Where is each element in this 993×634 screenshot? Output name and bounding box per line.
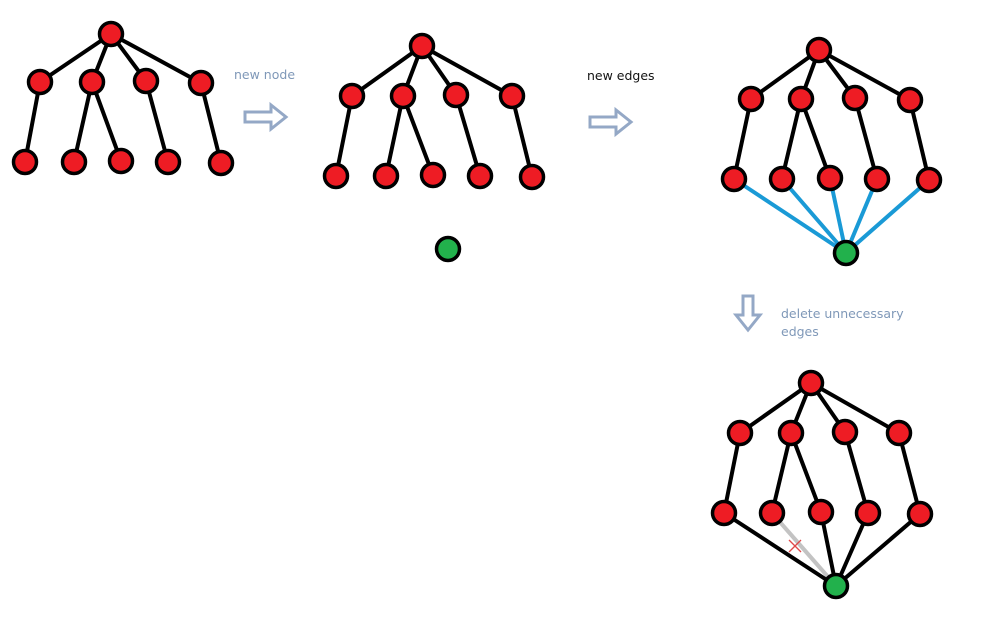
delete-label-line1: delete unnecessary bbox=[781, 306, 904, 321]
step1-child-node-3 bbox=[132, 67, 160, 95]
step2-leaf-node-4 bbox=[466, 162, 494, 190]
step1-leaf-node-1 bbox=[11, 148, 39, 176]
step3-leaf-node-4 bbox=[863, 165, 891, 193]
step1-edge-mid-leaf5 bbox=[199, 81, 223, 165]
step3-new-node bbox=[832, 239, 860, 267]
step3-child-node-4 bbox=[896, 86, 924, 114]
step4-root-node bbox=[797, 369, 825, 397]
new-edges-label: new edges bbox=[587, 68, 655, 83]
step1-leaf-node-3 bbox=[107, 147, 135, 175]
step3-root-node bbox=[805, 36, 833, 64]
step1-child-node-2 bbox=[78, 68, 106, 96]
step4-edge-mid-leaf1 bbox=[722, 431, 742, 515]
step1-leaf-node-2 bbox=[60, 148, 88, 176]
step4-leaf-node-3 bbox=[807, 498, 835, 526]
step2-child-node-1 bbox=[338, 82, 366, 110]
step3-leaf-node-1 bbox=[720, 165, 748, 193]
right-arrow-icon bbox=[588, 106, 634, 138]
step4-edge-leaf4-new-node bbox=[834, 511, 870, 588]
step2-edge-mid-leaf1 bbox=[334, 94, 354, 178]
step4-child-node-3 bbox=[831, 418, 859, 446]
step3-new-edge-leaf5 bbox=[844, 178, 931, 255]
step3-edge-mid-leaf3 bbox=[799, 97, 832, 180]
step4-edge-mid-leaf4 bbox=[843, 430, 870, 515]
step3-child-node-2 bbox=[787, 85, 815, 113]
step4-edge-leaf5-new-node bbox=[834, 512, 922, 588]
step3-child-node-3 bbox=[841, 84, 869, 112]
step3-edge-root-mid1 bbox=[749, 48, 821, 101]
step2-edge-mid-leaf3 bbox=[401, 94, 435, 177]
right-arrow-icon bbox=[243, 101, 289, 133]
step1-edge-mid-leaf1 bbox=[23, 80, 42, 164]
step4-leaf-node-5 bbox=[906, 500, 934, 528]
step1-child-node-4 bbox=[187, 69, 215, 97]
step2-leaf-node-5 bbox=[518, 163, 546, 191]
step2-root-node bbox=[408, 32, 436, 60]
step4-edge-mid-leaf3 bbox=[789, 431, 823, 514]
step4-child-node-2 bbox=[777, 419, 805, 447]
step4-edge-mid-leaf5 bbox=[897, 431, 922, 516]
step4-edge-root-mid4 bbox=[809, 381, 901, 435]
step4-leaf-node-4 bbox=[854, 499, 882, 527]
step1-edge-mid-leaf4 bbox=[144, 79, 170, 164]
step3-new-edge-leaf4 bbox=[844, 177, 879, 255]
step3-leaf-node-3 bbox=[816, 164, 844, 192]
removed-edge-cross-b bbox=[788, 539, 802, 553]
step1-edge-root-mid4 bbox=[109, 32, 203, 85]
step2-edge-root-mid1 bbox=[350, 44, 424, 98]
step3-edge-mid-leaf1 bbox=[732, 97, 753, 181]
step2-child-node-4 bbox=[498, 82, 526, 110]
step3-edge-mid-leaf2 bbox=[780, 97, 803, 181]
step2-leaf-node-3 bbox=[419, 161, 447, 189]
step4-leaf-node-1 bbox=[710, 499, 738, 527]
step1-leaf-node-5 bbox=[207, 149, 235, 177]
step3-edge-mid-leaf5 bbox=[908, 98, 931, 182]
new-node-label: new node bbox=[234, 67, 296, 82]
step4-edge-mid-leaf2 bbox=[770, 431, 793, 515]
step4-child-node-1 bbox=[726, 419, 754, 447]
step3-leaf-node-2 bbox=[768, 165, 796, 193]
down-arrow-icon bbox=[732, 294, 764, 333]
step3-child-node-1 bbox=[737, 85, 765, 113]
step2-leaf-node-2 bbox=[372, 162, 400, 190]
step4-new-node bbox=[822, 572, 850, 600]
step4-child-node-4 bbox=[885, 419, 913, 447]
step3-edge-root-mid4 bbox=[817, 48, 912, 102]
step2-edge-mid-leaf5 bbox=[510, 94, 534, 179]
step4-edge-root-mid1 bbox=[738, 381, 813, 435]
step4-removed-edge-leaf2 bbox=[770, 511, 838, 588]
step4-edge-leaf1-new-node bbox=[722, 511, 838, 588]
delete-unnecessary-edges-label: delete unnecessary edges bbox=[781, 305, 921, 341]
step3-edge-mid-leaf4 bbox=[853, 96, 879, 181]
step2-edge-mid-leaf2 bbox=[384, 94, 405, 178]
step3-new-edge-leaf1 bbox=[732, 177, 848, 255]
step1-child-node-1 bbox=[26, 68, 54, 96]
step2-edge-root-mid4 bbox=[420, 44, 514, 98]
step1-root-node bbox=[97, 20, 125, 48]
step1-edge-mid-leaf3 bbox=[90, 80, 123, 163]
step3-leaf-node-5 bbox=[915, 166, 943, 194]
step4-leaf-node-2 bbox=[758, 499, 786, 527]
step1-edge-root-mid1 bbox=[38, 32, 113, 84]
step2-child-node-3 bbox=[442, 81, 470, 109]
step1-leaf-node-4 bbox=[154, 148, 182, 176]
delete-label-line2: edges bbox=[781, 324, 819, 339]
step2-leaf-node-1 bbox=[322, 162, 350, 190]
step2-edge-mid-leaf4 bbox=[454, 93, 482, 178]
step1-edge-mid-leaf2 bbox=[72, 80, 94, 164]
step3-new-edge-leaf2 bbox=[780, 177, 848, 255]
step2-child-node-2 bbox=[389, 82, 417, 110]
step2-new-node bbox=[434, 235, 462, 263]
